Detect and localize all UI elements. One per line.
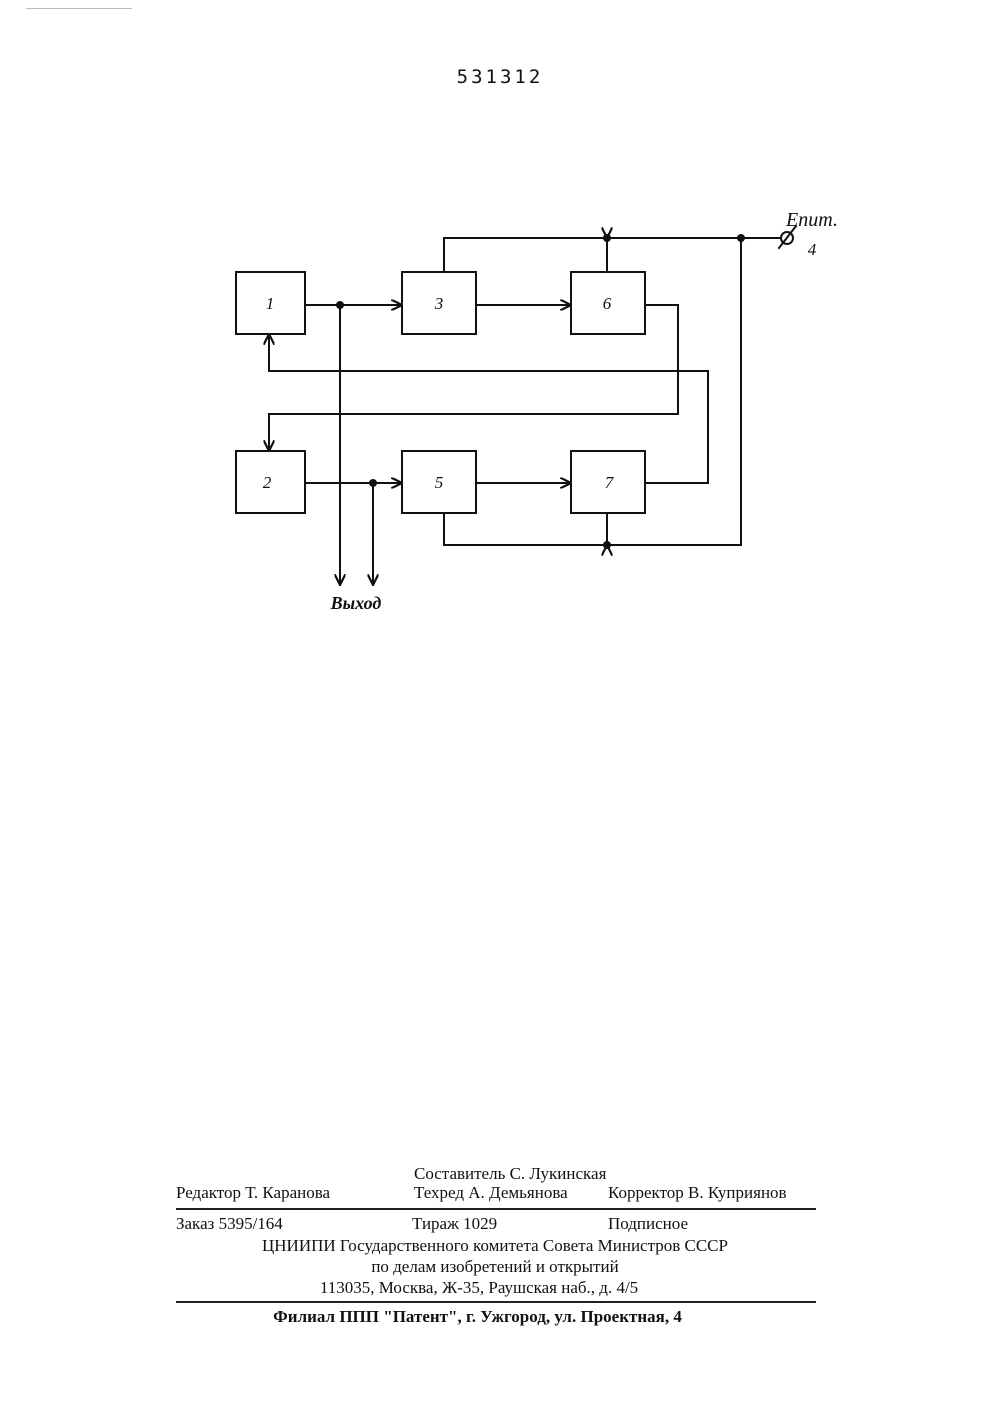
branch-line: Филиал ППП "Патент", г. Ужгород, ул. Про… (0, 1308, 955, 1325)
junction-dot (336, 301, 344, 309)
wire-7-to-1 (269, 334, 708, 483)
compiler-line: Составитель С. Лукинская (414, 1165, 606, 1182)
junction-dot (369, 479, 377, 487)
output-label: Выход (330, 593, 382, 613)
block-1-label: 1 (266, 294, 275, 313)
editor-line: Редактор Т. Каранова (176, 1184, 330, 1201)
wire-6-to-2 (269, 305, 678, 451)
block-5-label: 5 (435, 473, 444, 492)
org-line-1: ЦНИИПИ Государственного комитета Совета … (0, 1237, 990, 1254)
divider-bottom (176, 1301, 816, 1303)
subscription-line: Подписное (608, 1215, 688, 1232)
corrector-line: Корректор В. Куприянов (608, 1184, 787, 1201)
address-line: 113035, Москва, Ж-35, Раушская наб., д. … (0, 1279, 958, 1296)
techred-line: Техред А. Демьянова (414, 1184, 568, 1201)
order-line: Заказ 5395/164 (176, 1215, 283, 1232)
power-label: Епит. (785, 209, 838, 231)
block-diagram: 1 2 3 5 6 7 Епит. 4 Выход (0, 0, 1000, 640)
junction-dot (737, 234, 745, 242)
circulation-line: Тираж 1029 (412, 1215, 497, 1232)
power-bus-top (444, 238, 780, 272)
block-3-label: 3 (434, 294, 444, 313)
block-2-label: 2 (263, 473, 272, 492)
junction-dot (603, 234, 611, 242)
power-bus-bottom (444, 238, 741, 545)
block-6-label: 6 (603, 294, 612, 313)
divider-top (176, 1208, 816, 1210)
power-terminal-number: 4 (808, 240, 817, 259)
org-line-2: по делам изобретений и открытий (0, 1258, 990, 1275)
block-7-label: 7 (605, 473, 615, 492)
junction-dot (603, 541, 611, 549)
